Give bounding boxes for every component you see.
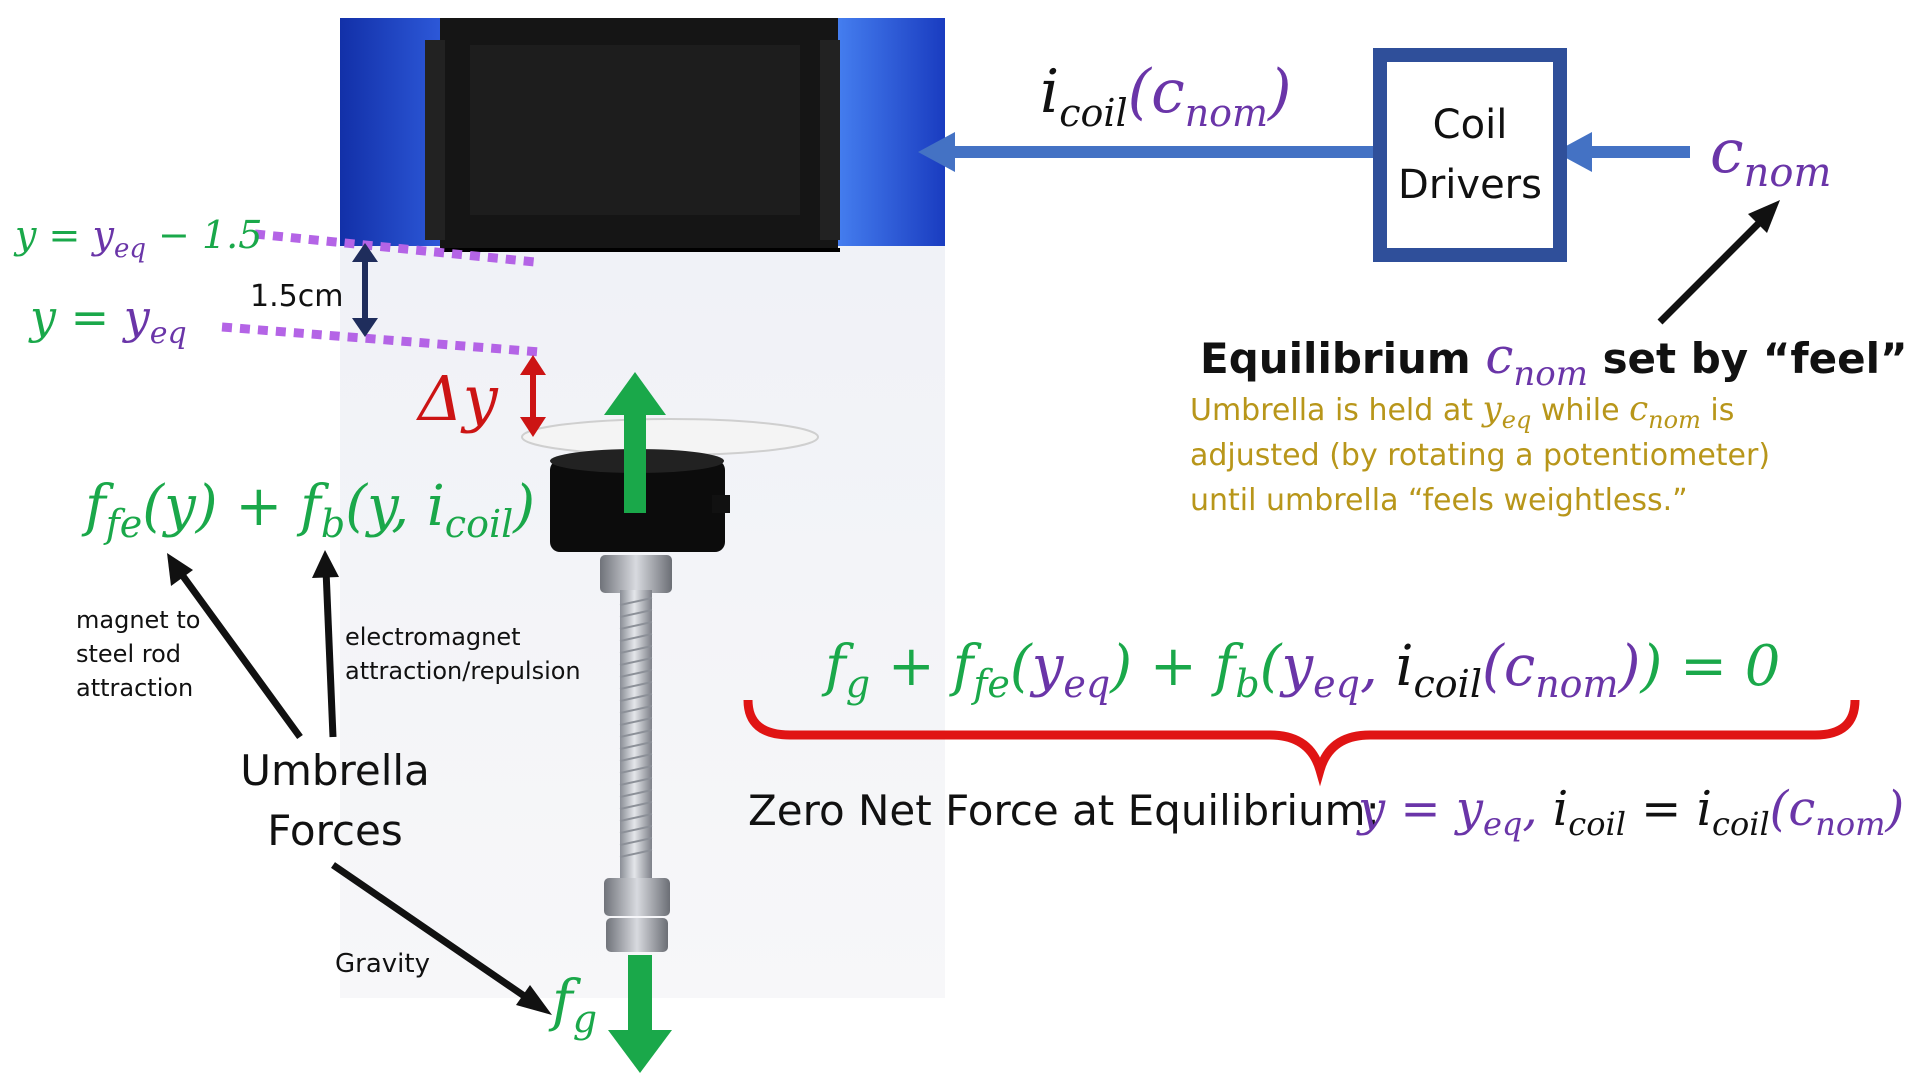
coil-drivers-box bbox=[1373, 48, 1567, 262]
coil-drivers-label-line1: Coil bbox=[1433, 102, 1508, 148]
rod-threads bbox=[619, 597, 653, 858]
command-input-label: cnom bbox=[1710, 117, 1831, 196]
electromagnet-force-pointer bbox=[312, 550, 339, 738]
magnet-tab bbox=[712, 495, 730, 513]
magnet-label-line3: attraction bbox=[76, 674, 193, 702]
photo-panel bbox=[340, 18, 945, 998]
housing-edge-left bbox=[425, 40, 445, 240]
umbrella-forces-line2: Forces bbox=[267, 806, 403, 855]
zero-net-force-condition: y = yeq, icoil = icoil(cnom) bbox=[1356, 781, 1904, 843]
coil-current-arrow bbox=[918, 132, 1385, 172]
equilibrium-note-line2: adjusted (by rotating a potentiometer) bbox=[1190, 438, 1770, 473]
equilibrium-note-line3: until umbrella “feels weightless.” bbox=[1190, 483, 1688, 518]
magnet-label-line1: magnet to bbox=[76, 606, 200, 634]
upper-position-label: y = yeq − 1.5 bbox=[13, 213, 262, 264]
gravity-force-arrow bbox=[608, 955, 672, 1073]
umbrella-forces-line1: Umbrella bbox=[240, 746, 430, 795]
force-balance-equation: fg + ffe(yeq) + fb(yeq, icoil(cnom)) = 0 bbox=[821, 634, 1780, 706]
gap-arrow bbox=[352, 243, 378, 337]
command-input-arrow bbox=[1555, 132, 1690, 172]
equilibrium-note-line1: Umbrella is held at yeq while cnom is bbox=[1190, 389, 1734, 434]
electromagnet-label-line2: attraction/repulsion bbox=[345, 657, 581, 685]
gravity-label: Gravity bbox=[335, 949, 430, 979]
bottom-nut-upper bbox=[604, 878, 670, 916]
bottom-nut-lower bbox=[606, 918, 668, 952]
delta-y-label: Δy bbox=[416, 362, 499, 435]
housing-edge-right bbox=[820, 40, 840, 240]
umbrella-disc bbox=[521, 418, 819, 456]
feel-to-cnom-arrow bbox=[1657, 200, 1780, 325]
upward-force-arrow bbox=[604, 372, 666, 513]
magnet-label-line2: steel rod bbox=[76, 640, 181, 668]
top-nut bbox=[600, 555, 672, 593]
equilibrium-position-label: y = yeq bbox=[28, 290, 187, 351]
magnet-force-pointer bbox=[167, 553, 303, 740]
red-brace bbox=[743, 699, 1860, 787]
coil-drivers-label-line2: Drivers bbox=[1398, 162, 1542, 208]
gap-label: 1.5cm bbox=[250, 279, 343, 314]
delta-y-arrow bbox=[520, 355, 546, 437]
equilibrium-title: Equilibrium cnom set by “feel” bbox=[1200, 327, 1908, 394]
upper-reference-line bbox=[254, 229, 536, 267]
gravity-pointer bbox=[331, 862, 552, 1015]
zero-net-force-label: Zero Net Force at Equilibrium: bbox=[748, 786, 1380, 835]
coil-current-label: icoil(cnom) bbox=[1040, 57, 1292, 135]
housing-inner-panel bbox=[470, 45, 800, 215]
electromagnet-label-line1: electromagnet bbox=[345, 623, 521, 651]
